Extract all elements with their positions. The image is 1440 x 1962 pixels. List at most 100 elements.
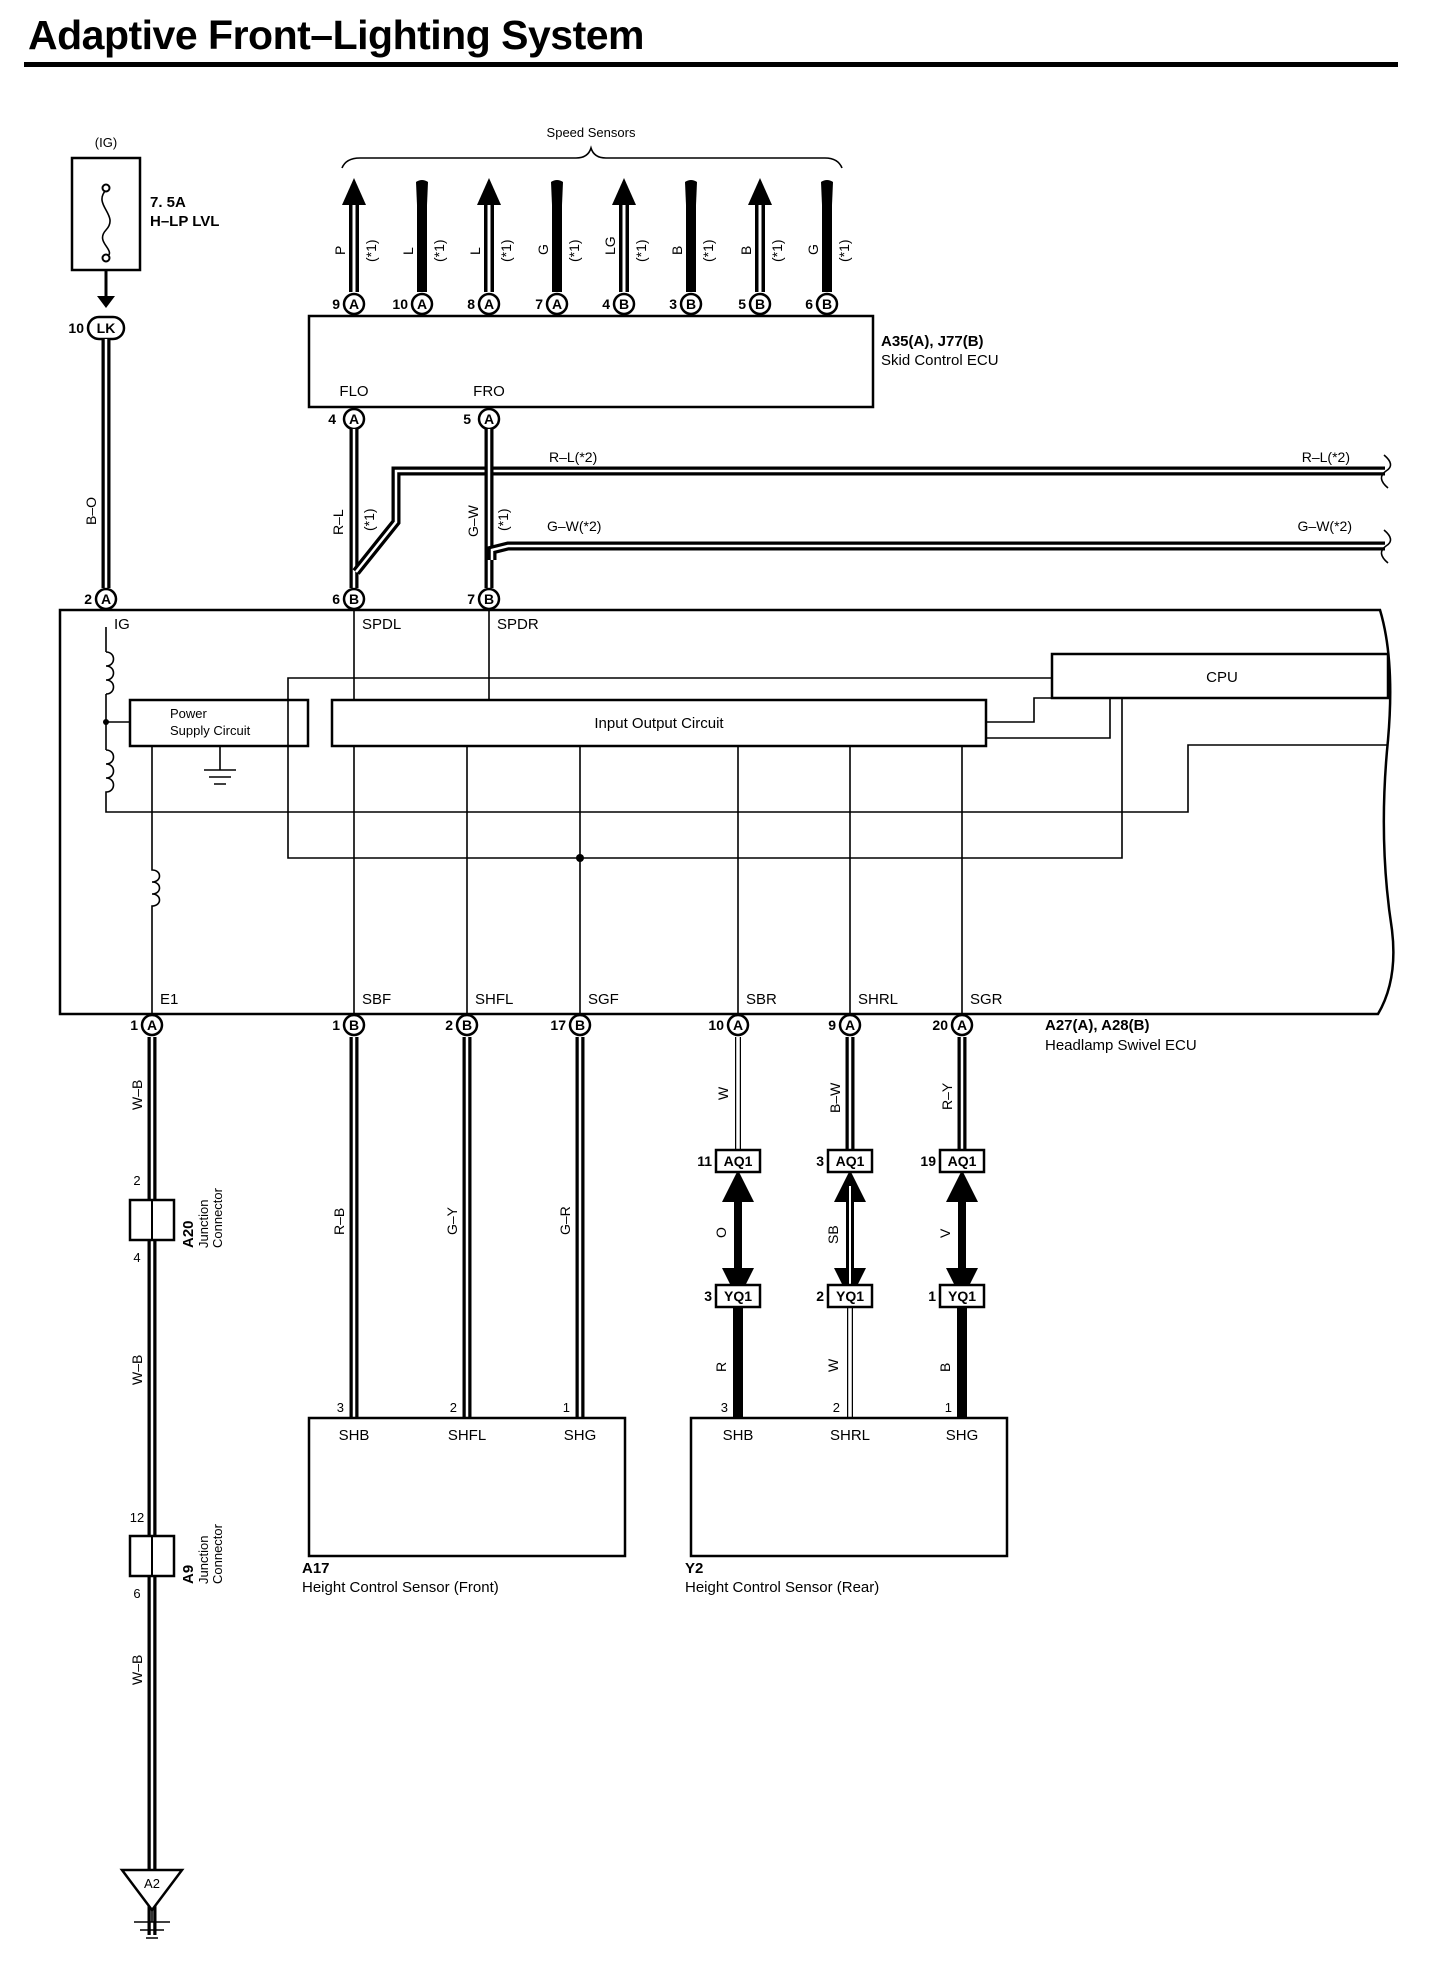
rear-sensor-pin: 2 bbox=[833, 1400, 840, 1415]
speed-sensor-connector bbox=[410, 292, 434, 316]
speed-sensors: Speed Sensors bbox=[341, 125, 843, 169]
rear-sensor-wires: W B–W R–Y O SB V R W B bbox=[713, 1037, 978, 1418]
lk-pin: 10 bbox=[68, 320, 84, 336]
pin-label: SGF bbox=[588, 991, 619, 1008]
speed-sensor-pin: 10 bbox=[392, 296, 408, 312]
wire-rb-label: R–B bbox=[331, 1208, 347, 1235]
a20-code: A20 bbox=[180, 1220, 197, 1248]
pin-connector bbox=[94, 587, 118, 611]
yq1-label: YQ1 bbox=[836, 1288, 864, 1304]
front-sensor-pin: 3 bbox=[337, 1400, 344, 1415]
front-sensor-wires: R–B G–Y G–R bbox=[331, 1037, 585, 1418]
wire-gw2-left: G–W(*2) bbox=[547, 518, 601, 534]
speed-sensor-color: L bbox=[467, 247, 483, 255]
fro-pin: 5 bbox=[463, 411, 471, 427]
yq1-connector-2: 2 YQ1 bbox=[816, 1283, 874, 1309]
speed-sensor-pin: 3 bbox=[669, 296, 677, 312]
pin-label: SPDL bbox=[362, 616, 401, 633]
swivel-ecu-code: A27(A), A28(B) bbox=[1045, 1017, 1149, 1034]
wire-b-label: B bbox=[937, 1363, 953, 1372]
fuse: (IG) 7. 5A H–LP LVL bbox=[70, 135, 219, 272]
flo-conn: A bbox=[349, 411, 359, 427]
wire-w-label-2: W bbox=[825, 1358, 841, 1372]
pin-label: E1 bbox=[160, 991, 178, 1008]
aq1-label: AQ1 bbox=[836, 1153, 865, 1169]
power-supply-label-2: Supply Circuit bbox=[170, 723, 251, 738]
speed-sensor-conn: B bbox=[686, 296, 696, 312]
yq1-pin: 2 bbox=[816, 1288, 824, 1304]
wire-end-icon bbox=[685, 180, 697, 205]
wire-sb-label: SB bbox=[825, 1225, 841, 1244]
skid-control-ecu: A35(A), J77(B) Skid Control ECU FLO FRO bbox=[307, 314, 999, 409]
ground-icon bbox=[204, 746, 236, 785]
pin-label: SGR bbox=[970, 991, 1003, 1008]
a9-name-1: Junction bbox=[196, 1536, 211, 1584]
speed-sensor-conn: B bbox=[822, 296, 832, 312]
wire-fuse-lk: 10 LK bbox=[68, 270, 126, 341]
speed-sensor-pin: 6 bbox=[805, 296, 813, 312]
wire-w-label: W bbox=[715, 1086, 731, 1100]
speed-sensor-connector bbox=[545, 292, 569, 316]
speed-sensor-color: L bbox=[400, 247, 416, 255]
fuse-rating: 7. 5A bbox=[150, 194, 186, 211]
pin-label: SPDR bbox=[497, 616, 539, 633]
a9-name-2: Connector bbox=[210, 1523, 225, 1584]
speed-sensor-note: (*1) bbox=[363, 239, 379, 262]
speed-sensor-note: (*1) bbox=[431, 239, 447, 262]
ground-a2-label: A2 bbox=[144, 1876, 160, 1891]
front-sensor-name: Height Control Sensor (Front) bbox=[302, 1579, 499, 1596]
pin-label: SHFL bbox=[475, 991, 513, 1008]
pin-connector bbox=[950, 1013, 974, 1037]
skid-ecu-output-pins: 4 A 5 A bbox=[328, 407, 501, 431]
speed-sensor-note: (*1) bbox=[633, 239, 649, 262]
a20-name-2: Connector bbox=[210, 1187, 225, 1248]
fuse-element-icon bbox=[101, 189, 111, 259]
pin-label: SBR bbox=[746, 991, 777, 1008]
up-arrow-icon bbox=[612, 178, 636, 205]
pin-number: 2 bbox=[445, 1017, 453, 1033]
wire-wb-label-3: W–B bbox=[129, 1655, 145, 1685]
front-sensor-term: SHB bbox=[339, 1427, 370, 1444]
yq1-pin: 3 bbox=[704, 1288, 712, 1304]
ground-icon-bottom bbox=[134, 1910, 170, 1939]
pin-connector bbox=[342, 1013, 366, 1037]
pin-connector bbox=[568, 1013, 592, 1037]
up-arrow-icon bbox=[748, 178, 772, 205]
speed-sensor-pin: 9 bbox=[332, 296, 340, 312]
speed-sensor-color: G bbox=[535, 244, 551, 255]
speed-sensor-conn: A bbox=[349, 296, 359, 312]
fro-conn: A bbox=[484, 411, 494, 427]
fuse-box bbox=[70, 156, 142, 272]
wire-rl-label: R–L bbox=[330, 509, 346, 535]
height-sensor-front: A17 Height Control Sensor (Front) bbox=[302, 1416, 627, 1596]
speed-sensors-label: Speed Sensors bbox=[547, 125, 636, 140]
cpu-label: CPU bbox=[1206, 669, 1238, 686]
speed-sensor-note: (*1) bbox=[700, 239, 716, 262]
pin-label: IG bbox=[114, 616, 130, 633]
front-sensor-pin: 1 bbox=[563, 1400, 570, 1415]
a20-pin-top: 2 bbox=[133, 1173, 140, 1188]
front-sensor-pin: 2 bbox=[450, 1400, 457, 1415]
speed-sensor-conn: B bbox=[755, 296, 765, 312]
pin-connector bbox=[838, 1013, 862, 1037]
speed-sensor-connector bbox=[679, 292, 703, 316]
wire-end-icon bbox=[821, 180, 833, 205]
pin-number: 6 bbox=[332, 591, 340, 607]
lk-label: LK bbox=[97, 320, 116, 336]
speed-sensor-connector bbox=[612, 292, 636, 316]
pin-connector bbox=[726, 1013, 750, 1037]
speed-sensor-pin: 5 bbox=[738, 296, 746, 312]
pin-number: 2 bbox=[84, 591, 92, 607]
aq1-pin: 11 bbox=[697, 1153, 712, 1169]
wire-bw-label: B–W bbox=[827, 1082, 843, 1113]
yq1-pin: 1 bbox=[928, 1288, 936, 1304]
fuse-source: (IG) bbox=[95, 135, 117, 150]
a9-code: A9 bbox=[180, 1565, 197, 1584]
